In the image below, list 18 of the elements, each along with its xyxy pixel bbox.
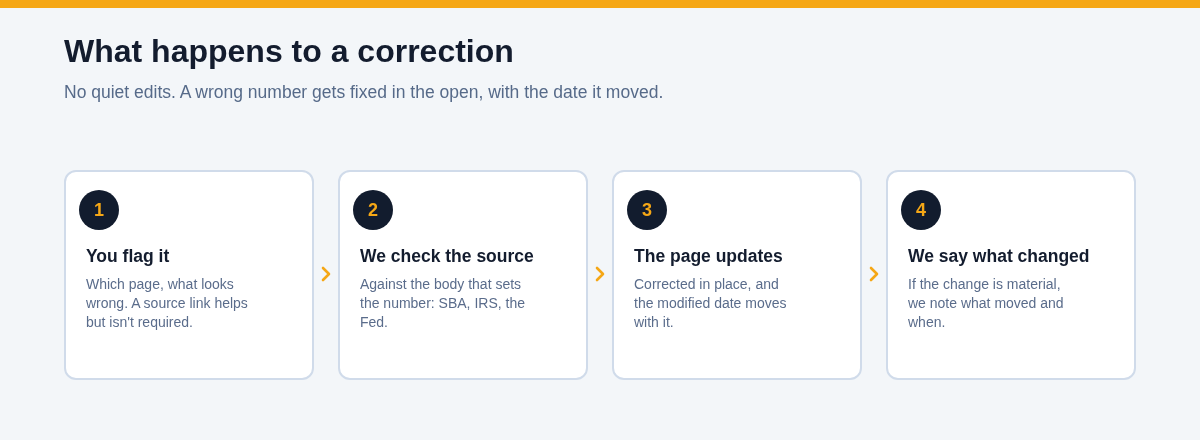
step-card <box>612 170 862 380</box>
step-card <box>64 170 314 380</box>
step-description: Corrected in place, and the modified date moves with it. <box>634 275 788 332</box>
step-number: 4 <box>901 190 941 230</box>
subtitle: No quiet edits. A wrong number gets fixed in the open, with the date it moved. <box>64 81 664 104</box>
step-number: 3 <box>627 190 667 230</box>
step-title: We say what changed <box>908 245 1091 267</box>
step-title: The page updates <box>634 245 784 267</box>
step-card <box>338 170 588 380</box>
step-description: Which page, what looks wrong. A source link helps but isn't required. <box>86 275 249 332</box>
step-number: 1 <box>79 190 119 230</box>
step-number: 2 <box>353 190 393 230</box>
diagram-title: What happens to a correction <box>64 32 514 71</box>
step-description: If the change is material, we note what moved and when. <box>908 275 1065 332</box>
step-title: You flag it <box>86 245 171 267</box>
step-title: We check the source <box>360 245 535 267</box>
step-card <box>886 170 1136 380</box>
step-description: Against the body that sets the number: SBA, IRS, the Fed. <box>360 275 526 332</box>
